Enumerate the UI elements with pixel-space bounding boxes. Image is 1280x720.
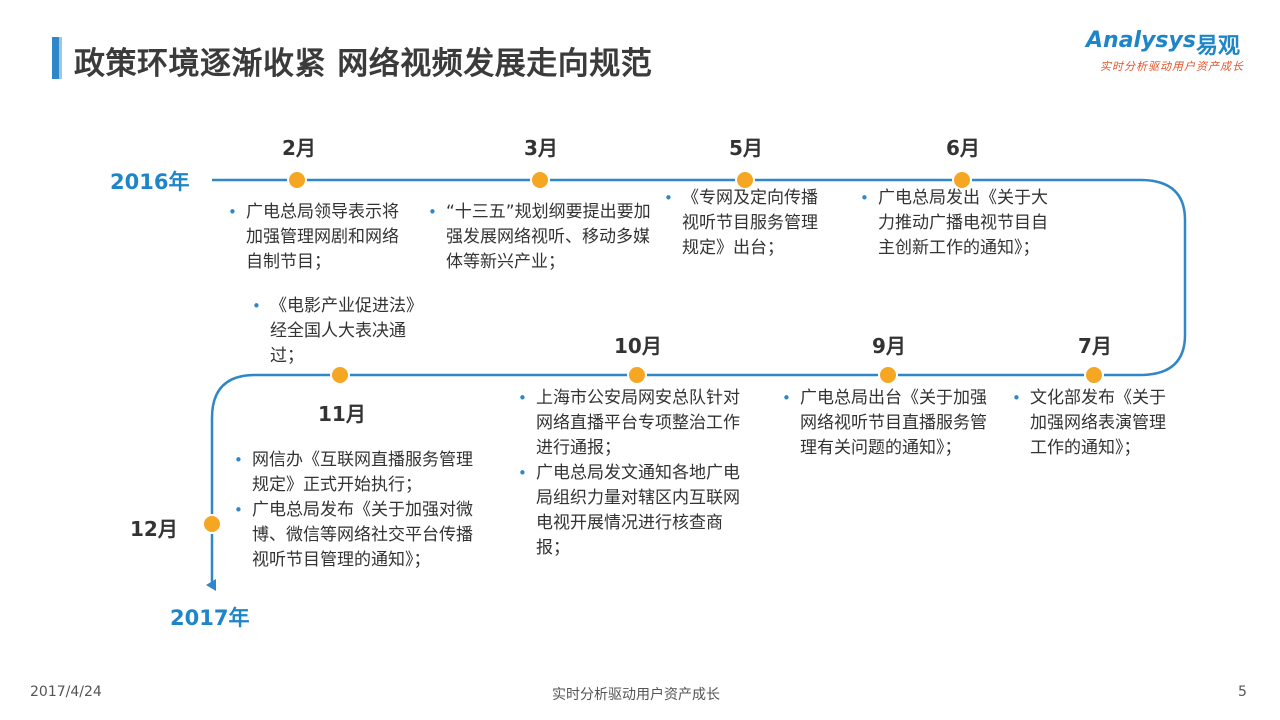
- logo-cn: 易观: [1196, 34, 1241, 59]
- month-dec: 12月: [130, 517, 178, 541]
- page-number: 5: [1238, 684, 1247, 700]
- event-nov: 《电影产业促进法》经全国人大表决通过；: [250, 294, 422, 369]
- event-mar-item-1: “十三五”规划纲要提出要加强发展网络视听、移动多媒体等新兴产业；: [426, 200, 654, 275]
- event-jun: 广电总局发出《关于大力推动广播电视节目自主创新工作的通知》；: [858, 186, 1054, 261]
- title-accent-bar-shadow: [59, 37, 62, 79]
- event-oct: 上海市公安局网安总队针对网络直播平台专项整治工作进行通报； 广电总局发文通知各地…: [516, 386, 748, 561]
- event-nov-item-1: 《电影产业促进法》经全国人大表决通过；: [250, 294, 422, 369]
- footer-date: 2017/4/24: [30, 684, 102, 700]
- event-sep: 广电总局出台《关于加强网络视听节目直播服务管理有关问题的通知》；: [780, 386, 992, 461]
- dot-feb: [287, 170, 307, 190]
- analysys-logo: Analysys 易观 实时分析驱动用户资产成长: [1086, 28, 1256, 78]
- month-may: 5月: [729, 136, 763, 160]
- event-feb: 广电总局领导表示将加强管理网剧和网络自制节目；: [226, 200, 408, 275]
- dot-jul: [1084, 365, 1104, 385]
- event-dec-item-1: 网信办《互联网直播服务管理规定》正式开始执行；: [232, 448, 482, 498]
- month-oct: 10月: [614, 334, 662, 358]
- event-feb-item-1: 广电总局领导表示将加强管理网剧和网络自制节目；: [226, 200, 408, 275]
- event-may: 《专网及定向传播视听节目服务管理规定》出台；: [662, 186, 824, 261]
- month-nov: 11月: [318, 402, 366, 426]
- year-end: 2017年: [170, 606, 250, 630]
- footer-slogan: 实时分析驱动用户资产成长: [552, 687, 720, 703]
- event-oct-item-2: 广电总局发文通知各地广电局组织力量对辖区内互联网电视开展情况进行核查商报；: [516, 461, 748, 561]
- dot-mar: [530, 170, 550, 190]
- month-jul: 7月: [1078, 334, 1112, 358]
- dot-dec: [202, 514, 222, 534]
- event-may-item-1: 《专网及定向传播视听节目服务管理规定》出台；: [662, 186, 824, 261]
- event-dec: 网信办《互联网直播服务管理规定》正式开始执行； 广电总局发布《关于加强对微博、微…: [232, 448, 482, 573]
- dot-sep: [878, 365, 898, 385]
- timeline-path: [206, 178, 1187, 591]
- dot-oct: [627, 365, 647, 385]
- event-jun-item-1: 广电总局发出《关于大力推动广播电视节目自主创新工作的通知》；: [858, 186, 1054, 261]
- month-mar: 3月: [524, 136, 558, 160]
- event-dec-item-2: 广电总局发布《关于加强对微博、微信等网络社交平台传播视听节目管理的通知》；: [232, 498, 482, 573]
- event-jul-item-1: 文化部发布《关于加强网络表演管理工作的通知》；: [1010, 386, 1182, 461]
- event-mar: “十三五”规划纲要提出要加强发展网络视听、移动多媒体等新兴产业；: [426, 200, 654, 275]
- month-sep: 9月: [872, 334, 906, 358]
- timeline-dots: [202, 170, 1104, 534]
- event-sep-item-1: 广电总局出台《关于加强网络视听节目直播服务管理有关问题的通知》；: [780, 386, 992, 461]
- logo-slogan: 实时分析驱动用户资产成长: [1100, 60, 1244, 73]
- title-accent-bar: [52, 37, 59, 79]
- logo-text: Analysys: [1086, 28, 1196, 53]
- month-feb: 2月: [282, 136, 316, 160]
- event-jul: 文化部发布《关于加强网络表演管理工作的通知》；: [1010, 386, 1182, 461]
- event-oct-item-1: 上海市公安局网安总队针对网络直播平台专项整治工作进行通报；: [516, 386, 748, 461]
- month-jun: 6月: [946, 136, 980, 160]
- year-start: 2016年: [110, 170, 190, 194]
- page-title: 政策环境逐渐收紧 网络视频发展走向规范: [74, 46, 653, 82]
